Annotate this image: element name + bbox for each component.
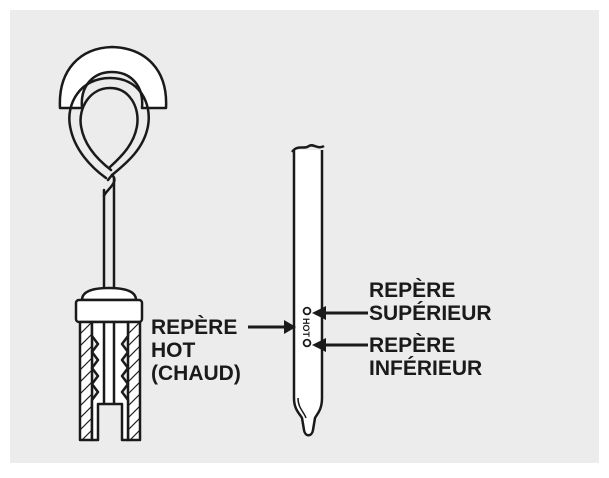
dipstick-assembly [58, 45, 168, 442]
lower-mark-label: REPÈRE INFÉRIEUR [369, 334, 482, 380]
tube-hatching [79, 321, 141, 441]
hot-mark-label-line3: (CHAUD) [151, 362, 241, 385]
dipstick-blade-icon [291, 144, 325, 437]
lower-mark-label-line2: INFÉRIEUR [369, 357, 483, 380]
wire-loop [68, 76, 150, 182]
upper-mark-label-line2: SUPÉRIEUR [369, 302, 492, 325]
upper-mark-label-line1: REPÈRE [369, 279, 456, 302]
arrow-lower-mark [312, 338, 368, 352]
hot-mark-label-line2: HOT [151, 339, 196, 362]
upper-mark-hole [302, 306, 312, 316]
arrow-upper-mark [312, 306, 368, 320]
tube-wall-right [126, 320, 142, 442]
upper-mark-label: REPÈRE SUPÉRIEUR [369, 279, 492, 325]
wire-loop-inner [79, 86, 139, 172]
tube-wall-left [78, 320, 94, 442]
lower-mark-label-line1: REPÈRE [369, 334, 456, 357]
hot-mark-label: REPÈRE HOT (CHAUD) [151, 316, 241, 385]
blade-hot-marking: HOT [301, 318, 311, 338]
cap-flange [74, 298, 144, 324]
ring-handle-icon [58, 45, 168, 110]
hot-mark-label-line1: REPÈRE [151, 316, 238, 339]
tube-grommet [90, 320, 130, 442]
cap-dome [80, 286, 138, 302]
lower-mark-hole [302, 338, 312, 348]
arrow-hot-mark [248, 320, 296, 334]
